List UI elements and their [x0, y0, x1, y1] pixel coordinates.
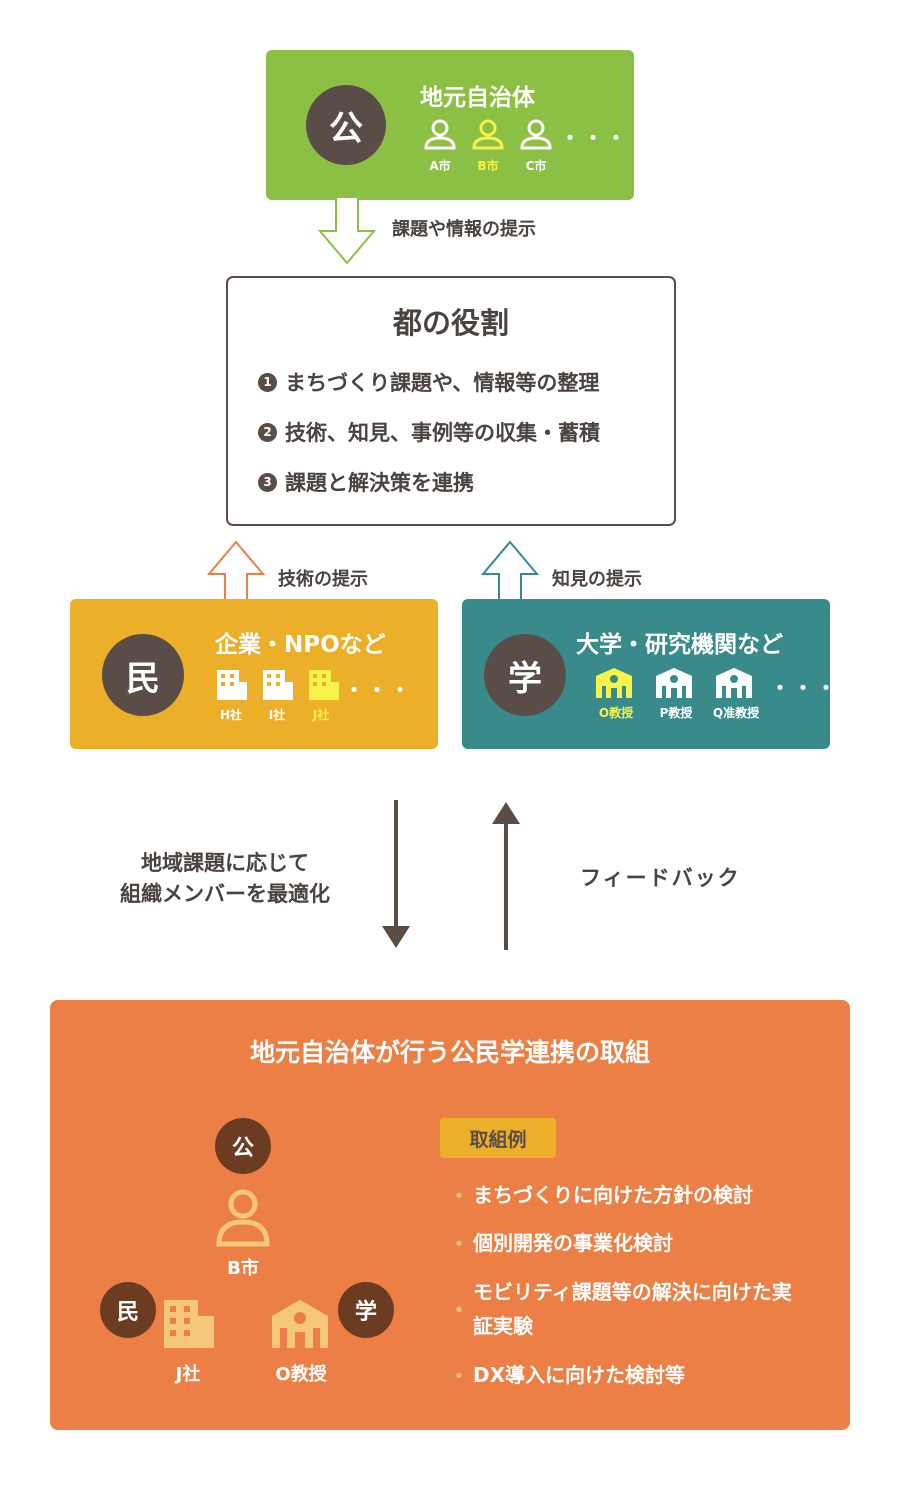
- arrow-tech-label: 技術の提示: [278, 569, 368, 590]
- bottom-private-member: J社: [175, 1364, 201, 1385]
- bottom-box: [50, 1000, 850, 1430]
- private-title: 企業・NPOなど: [215, 632, 386, 658]
- private-member-i: I社: [268, 708, 286, 722]
- bottom-government-circle: 公: [215, 1118, 271, 1174]
- arrow-down-green: [317, 196, 377, 265]
- example-bullet-4: ・: [449, 1364, 469, 1388]
- role-box: [226, 276, 676, 526]
- private-more: ・・・: [344, 678, 413, 702]
- government-member-c: C市: [525, 159, 547, 173]
- role-item-3-text: 課題と解決策を連携: [285, 471, 474, 495]
- bottom-private-circle: 民: [100, 1282, 156, 1338]
- number-3-icon: 3: [258, 472, 277, 492]
- academic-member-q: Q准教授: [712, 706, 760, 720]
- private-circle: 民: [102, 634, 184, 716]
- role-item-1: 1 まちづくり課題や、情報等の整理: [258, 367, 599, 397]
- private-member-h: H社: [219, 708, 243, 722]
- role-item-1-text: まちづくり課題や、情報等の整理: [285, 371, 600, 395]
- academic-circle: 学: [484, 634, 566, 716]
- role-item-3: 3 課題と解決策を連携: [258, 467, 474, 497]
- government-circle: 公: [306, 85, 386, 165]
- arrow-knowledge-label: 知見の提示: [552, 569, 642, 590]
- bottom-government-member: B市: [227, 1258, 259, 1279]
- example-item-3: モビリティ課題等の解決に向けた実証実験: [473, 1280, 792, 1338]
- role-title: 都の役割: [392, 306, 509, 340]
- feedback-label: フィードバック: [580, 866, 741, 890]
- bottom-academic-circle: 学: [338, 1282, 394, 1338]
- role-item-2: 2 技術、知見、事例等の収集・蓄積: [258, 417, 600, 447]
- bottom-person-icon: [216, 1189, 270, 1247]
- example-item-1: まちづくりに向けた方針の検討: [473, 1183, 753, 1207]
- role-item-2-text: 技術、知見、事例等の収集・蓄積: [285, 421, 600, 445]
- arrow-down-label: 課題や情報の提示: [392, 219, 536, 240]
- examples-badge: 取組例: [440, 1118, 556, 1158]
- private-member-j: J社: [312, 708, 330, 722]
- example-bullet-1: ・: [449, 1184, 469, 1208]
- example-item-4: DX導入に向けた検討等: [473, 1363, 686, 1387]
- government-person-icons: [424, 119, 552, 150]
- government-member-a: A市: [429, 159, 451, 173]
- person-icon-c: [520, 119, 552, 150]
- example-bullet-3: ・: [449, 1298, 469, 1322]
- government-title: 地元自治体: [420, 85, 535, 111]
- bottom-building-icon: [164, 1300, 214, 1348]
- arrow-up-dark: [492, 802, 520, 950]
- bottom-school-icon: [272, 1300, 328, 1348]
- person-icon-a: [424, 119, 456, 150]
- government-member-b: B市: [477, 159, 499, 173]
- private-building-icons: [217, 670, 339, 700]
- example-item-2: 個別開発の事業化検討: [473, 1231, 673, 1255]
- government-more: ・・・: [560, 126, 629, 150]
- optimize-label-line-1: 地域課題に応じて: [141, 851, 309, 875]
- academic-school-icons: [596, 668, 752, 698]
- arrow-down-dark: [382, 800, 410, 948]
- academic-member-o: O教授: [598, 706, 634, 720]
- example-bullet-2: ・: [449, 1232, 469, 1256]
- bottom-academic-member: O教授: [275, 1364, 327, 1385]
- academic-member-p: P教授: [659, 706, 693, 720]
- number-2-icon: 2: [258, 422, 277, 442]
- bottom-title: 地元自治体が行う公民学連携の取組: [249, 1038, 650, 1067]
- optimize-label-line-2: 組織メンバーを最適化: [120, 882, 330, 906]
- number-1-icon: 1: [258, 372, 277, 392]
- academic-more: ・・・: [770, 676, 839, 700]
- academic-title: 大学・研究機関など: [576, 632, 783, 658]
- person-icon-b: [472, 119, 504, 150]
- optimize-label: 地域課題に応じて 組織メンバーを最適化: [90, 848, 360, 910]
